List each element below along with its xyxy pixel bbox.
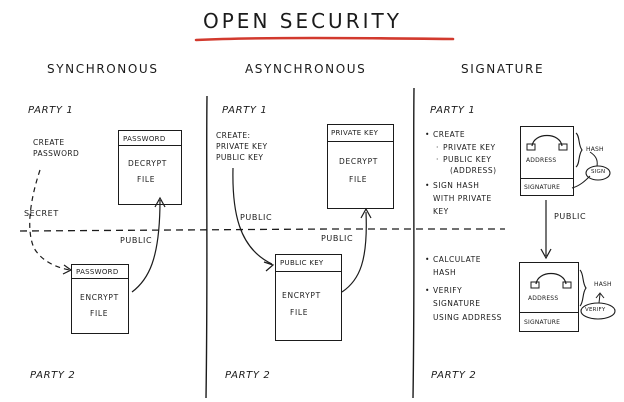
sig-bottom-signature-label: SIGNATURE (524, 319, 561, 326)
async-decrypt-box-header: PRIVATE KEY (331, 129, 379, 137)
sig-bottom-address-key-icon (535, 272, 567, 285)
sig-public-label: PUBLIC (554, 212, 587, 221)
sig-bullet-top-text-4: SIGN HASH (433, 181, 480, 190)
sig-bottom-verify-ellipse (580, 302, 616, 320)
async-create-note-line1: CREATE: (216, 131, 251, 140)
async-encrypt-box (275, 254, 342, 341)
sig-top-hash-label: HASH (586, 146, 604, 153)
sync-decrypt-box-line1: DECRYPT (128, 159, 168, 168)
sig-bottom-verify-label: VERIFY (585, 307, 606, 313)
sig-bullet-bottom-text-1: HASH (433, 268, 457, 277)
sig-bullet-bottom-text-0: CALCULATE (433, 255, 481, 264)
async-public-arrow-right (341, 211, 367, 293)
sig-bottom-document-divider (519, 312, 579, 313)
sig-bullet-top-mark-0: • (425, 130, 430, 139)
async-encrypt-box-line2: FILE (290, 308, 309, 317)
sig-top-document (520, 126, 574, 196)
sig-top-signature-label: SIGNATURE (524, 184, 561, 191)
sync-public-label: PUBLIC (120, 236, 153, 245)
async-public-label-left: PUBLIC (240, 213, 273, 222)
sync-party2-label: PARTY 2 (30, 370, 76, 381)
sync-decrypt-box-divider (118, 145, 182, 146)
sync-secret-label: SECRET (24, 209, 59, 218)
column-divider-right (412, 87, 415, 399)
async-decrypt-box (327, 124, 394, 209)
sig-top-address-key-icon (531, 134, 563, 147)
sig-bullet-top-text-2: PUBLIC KEY (443, 155, 492, 164)
sync-secret-arrow (29, 169, 71, 271)
sig-bottom-hash-brace (579, 269, 587, 307)
sig-top-sign-link (571, 175, 591, 189)
sync-encrypt-box-divider (71, 278, 129, 279)
sync-encrypt-box-line2: FILE (90, 309, 109, 318)
async-party2-label: PARTY 2 (225, 370, 271, 381)
sync-decrypt-box-line2: FILE (137, 175, 156, 184)
sync-public-arrow (131, 199, 161, 293)
sig-bullet-bottom-text-2: VERIFY (433, 286, 463, 295)
sig-top-sign-label: SIGN (591, 169, 606, 175)
sig-bullet-top-text-0: CREATE (433, 130, 466, 139)
sig-bullet-bottom-text-4: USING ADDRESS (433, 313, 502, 322)
sync-create-note-line1: CREATE (33, 138, 65, 147)
sig-bullet-top-text-3: (ADDRESS) (450, 166, 497, 175)
sync-encrypt-box (71, 264, 129, 334)
async-decrypt-box-line2: FILE (349, 175, 368, 184)
async-encrypt-box-divider (275, 271, 342, 272)
sig-top-document-divider (520, 178, 574, 179)
sig-bullet-top-text-5: WITH PRIVATE (433, 194, 492, 203)
sig-bullet-bottom-mark-2: • (425, 286, 430, 295)
sig-bullet-bottom-mark-0: • (425, 255, 430, 264)
sig-bullet-top-mark-4: • (425, 181, 430, 190)
sig-bullet-top-mark-1: · (436, 143, 439, 152)
sync-encrypt-box-header: PASSWORD (76, 268, 119, 276)
title-underline (194, 36, 455, 42)
sig-bottom-address-label: ADDRESS (528, 295, 559, 302)
async-decrypt-box-line1: DECRYPT (339, 157, 379, 166)
heading-synchronous: SYNCHRONOUS (47, 62, 159, 76)
sig-bullet-top-mark-2: · (436, 155, 439, 164)
sig-party1-label: PARTY 1 (430, 105, 476, 116)
sig-top-hash-brace (575, 132, 583, 168)
column-divider-left (205, 95, 208, 399)
sig-bottom-hash-label: HASH (594, 281, 612, 288)
async-party1-label: PARTY 1 (222, 105, 268, 116)
async-public-label-right: PUBLIC (321, 234, 354, 243)
party-divider-dashed (19, 228, 505, 232)
sync-party1-label: PARTY 1 (28, 105, 74, 116)
sig-party2-label: PARTY 2 (431, 370, 477, 381)
async-decrypt-box-divider (327, 141, 394, 142)
async-create-note-line2: PRIVATE KEY (216, 142, 268, 151)
sig-top-address-label: ADDRESS (526, 157, 557, 164)
sig-bottom-document (519, 262, 579, 332)
sync-encrypt-box-line1: ENCRYPT (80, 293, 119, 302)
heading-asynchronous: ASYNCHRONOUS (245, 62, 367, 76)
heading-signature: SIGNATURE (461, 62, 545, 76)
async-public-arrow-left (232, 167, 273, 265)
sync-create-note-line2: PASSWORD (33, 149, 80, 158)
async-create-note-line3: PUBLIC KEY (216, 153, 264, 162)
sig-bullet-top-text-6: KEY (433, 207, 449, 216)
sig-top-sign-ellipse (585, 165, 611, 181)
page-title: OPEN SECURITY (203, 9, 402, 33)
sync-decrypt-box-header: PASSWORD (123, 135, 166, 143)
sig-bullet-top-text-1: PRIVATE KEY (443, 143, 496, 152)
sync-decrypt-box (118, 130, 182, 205)
sig-bullet-bottom-text-3: SIGNATURE (433, 299, 481, 308)
async-encrypt-box-header: PUBLIC KEY (280, 259, 324, 267)
async-encrypt-box-line1: ENCRYPT (282, 291, 321, 300)
